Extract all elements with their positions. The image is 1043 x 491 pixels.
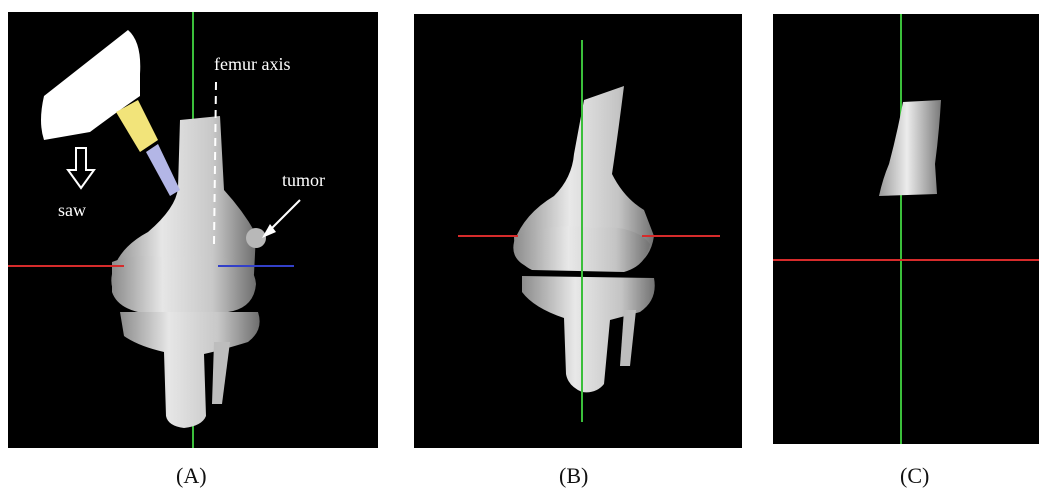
condyles bbox=[112, 256, 256, 316]
panel-c-caption: (C) bbox=[900, 463, 929, 489]
tumor-label: tumor bbox=[282, 170, 325, 191]
fibula-bone bbox=[212, 342, 230, 404]
panel-a-caption: (A) bbox=[176, 463, 207, 489]
saw-blade bbox=[146, 144, 180, 196]
panel-a-viewport[interactable]: femur axis tumor saw bbox=[8, 12, 378, 448]
tumor-mass bbox=[246, 228, 266, 248]
fibula-bone bbox=[620, 310, 636, 366]
panel-b-caption: (B) bbox=[559, 463, 588, 489]
femur-axis-label: femur axis bbox=[214, 54, 290, 75]
tibia-bone bbox=[120, 312, 260, 428]
saw-arrow-icon bbox=[68, 148, 94, 188]
panel-c-viewport[interactable] bbox=[773, 14, 1039, 444]
tibia-bone bbox=[522, 276, 655, 392]
saw-label: saw bbox=[58, 200, 86, 221]
panel-b-viewport[interactable] bbox=[414, 14, 742, 448]
resected-femur-segment bbox=[879, 100, 941, 196]
